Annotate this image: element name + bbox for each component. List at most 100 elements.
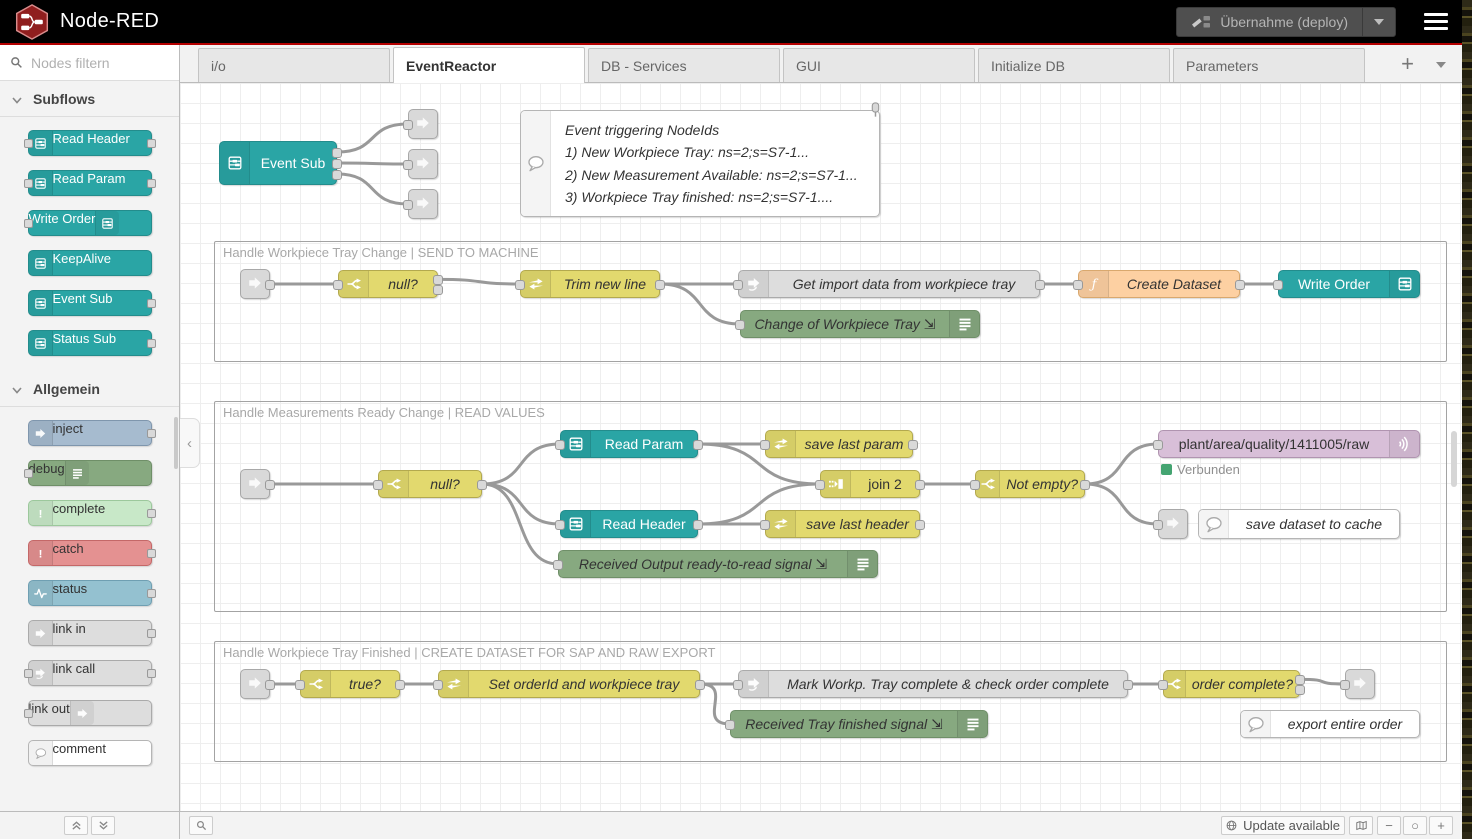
port-out[interactable] — [1295, 684, 1305, 695]
port-out[interactable] — [265, 280, 275, 290]
node-change-save-last-param[interactable]: save last param — [760, 430, 918, 458]
node-debug-change-of-workpiece-tray[interactable]: Change of Workpiece Tray ⇲ — [735, 310, 980, 338]
port-out[interactable] — [395, 680, 405, 690]
palette-section-header-subflows[interactable]: Subflows — [0, 81, 179, 117]
port-out[interactable] — [1123, 680, 1133, 690]
port-in[interactable] — [735, 320, 745, 330]
wire[interactable] — [480, 482, 562, 526]
zoom-out-button[interactable]: − — [1377, 816, 1401, 835]
port-out[interactable] — [146, 589, 156, 598]
port-out[interactable] — [332, 148, 342, 158]
deploy-options-button[interactable] — [1362, 7, 1395, 36]
port-out[interactable] — [655, 280, 665, 290]
node-change-set-orderid[interactable]: Set orderId and workpiece tray — [433, 670, 705, 698]
port-in[interactable] — [23, 139, 33, 148]
port-in[interactable] — [23, 709, 33, 718]
node-link-out-4[interactable] — [1153, 509, 1188, 539]
port-out[interactable] — [146, 549, 156, 558]
port-in[interactable] — [1273, 280, 1283, 290]
port-out[interactable] — [1235, 280, 1245, 290]
port-out[interactable] — [693, 520, 703, 530]
port-out[interactable] — [693, 440, 703, 450]
node-mqtt-out-raw[interactable]: plant/area/quality/1411005/raw — [1153, 430, 1420, 458]
port-out[interactable] — [695, 680, 705, 690]
node-switch-not-empty[interactable]: Not empty? — [970, 470, 1090, 498]
palette-node-inject[interactable]: inject — [27, 420, 156, 446]
flow-list-button[interactable] — [1436, 55, 1446, 73]
port-in[interactable] — [433, 680, 443, 690]
hamburger-menu-button[interactable] — [1424, 13, 1448, 30]
port-out[interactable] — [265, 680, 275, 690]
wire[interactable] — [1083, 442, 1160, 486]
wire[interactable] — [335, 172, 410, 206]
wire[interactable] — [335, 122, 410, 154]
port-out[interactable] — [146, 629, 156, 638]
port-out[interactable] — [146, 139, 156, 148]
node-switch-order-complete[interactable]: order complete? — [1158, 670, 1305, 698]
palette-node-link-in[interactable]: link in — [27, 620, 156, 646]
wire[interactable] — [335, 161, 410, 166]
palette-collapse-button[interactable]: ‹ — [180, 418, 200, 468]
node-subflow-read-param[interactable]: Read Param — [555, 430, 703, 458]
palette-node-catch[interactable]: !catch — [27, 540, 156, 566]
node-link-out-1[interactable] — [403, 109, 438, 139]
wire[interactable] — [1083, 482, 1160, 526]
wire[interactable] — [698, 682, 732, 726]
node-link-out-2[interactable] — [403, 149, 438, 179]
port-in[interactable] — [725, 720, 735, 730]
palette-node-read-param[interactable]: Read Param — [23, 170, 156, 196]
port-out[interactable] — [332, 159, 342, 169]
port-in[interactable] — [733, 280, 743, 290]
port-out[interactable] — [477, 480, 487, 490]
zoom-reset-button[interactable]: ○ — [1403, 816, 1427, 835]
wire[interactable] — [1298, 677, 1347, 686]
tab-parameters[interactable]: Parameters — [1173, 48, 1365, 82]
wire[interactable] — [696, 482, 822, 526]
port-in[interactable] — [333, 280, 343, 290]
port-in[interactable] — [553, 560, 563, 570]
port-out[interactable] — [915, 520, 925, 530]
port-in[interactable] — [403, 160, 413, 170]
port-out[interactable] — [433, 275, 443, 286]
tab-db-services[interactable]: DB - Services — [588, 48, 780, 82]
node-switch-null-2[interactable]: null? — [373, 470, 487, 498]
node-link-in-3[interactable] — [240, 669, 275, 699]
palette-node-complete[interactable]: !complete — [27, 500, 156, 526]
palette-node-status[interactable]: status — [27, 580, 156, 606]
port-in[interactable] — [1153, 440, 1163, 450]
port-out[interactable] — [332, 170, 342, 180]
port-in[interactable] — [295, 680, 305, 690]
port-out[interactable] — [146, 299, 156, 308]
port-in[interactable] — [403, 200, 413, 210]
node-switch-null-1[interactable]: null? — [333, 270, 443, 298]
update-available-button[interactable]: Update available — [1221, 816, 1345, 835]
node-change-trim-new-line[interactable]: Trim new line — [515, 270, 665, 298]
port-in[interactable] — [1158, 680, 1168, 690]
wire[interactable] — [696, 442, 822, 486]
collapse-all-button[interactable] — [64, 816, 88, 835]
port-in[interactable] — [555, 440, 565, 450]
wire[interactable] — [436, 277, 522, 286]
node-join-2[interactable]: join 2 — [815, 470, 925, 498]
node-switch-true[interactable]: true? — [295, 670, 405, 698]
port-in[interactable] — [515, 280, 525, 290]
port-out[interactable] — [1080, 480, 1090, 490]
port-out[interactable] — [146, 179, 156, 188]
port-in[interactable] — [733, 680, 743, 690]
port-out[interactable] — [265, 480, 275, 490]
port-out[interactable] — [908, 440, 918, 450]
tab-i-o[interactable]: i/o — [198, 48, 390, 82]
port-out[interactable] — [433, 284, 443, 295]
palette-node-keepalive[interactable]: KeepAlive — [27, 250, 152, 276]
palette-node-debug[interactable]: debug — [23, 460, 152, 486]
tab-gui[interactable]: GUI — [783, 48, 975, 82]
port-in[interactable] — [23, 469, 33, 478]
flow-group-2[interactable]: Handle Measurements Ready Change | READ … — [214, 401, 1447, 612]
expand-all-button[interactable] — [91, 816, 115, 835]
node-subflow-write-order[interactable]: Write Order — [1273, 270, 1420, 298]
port-out[interactable] — [146, 339, 156, 348]
palette-node-event-sub[interactable]: Event Sub — [27, 290, 156, 316]
add-flow-button[interactable]: + — [1401, 50, 1414, 76]
palette-node-write-order[interactable]: Write Order — [23, 210, 152, 236]
node-change-save-last-header[interactable]: save last header — [760, 510, 925, 538]
